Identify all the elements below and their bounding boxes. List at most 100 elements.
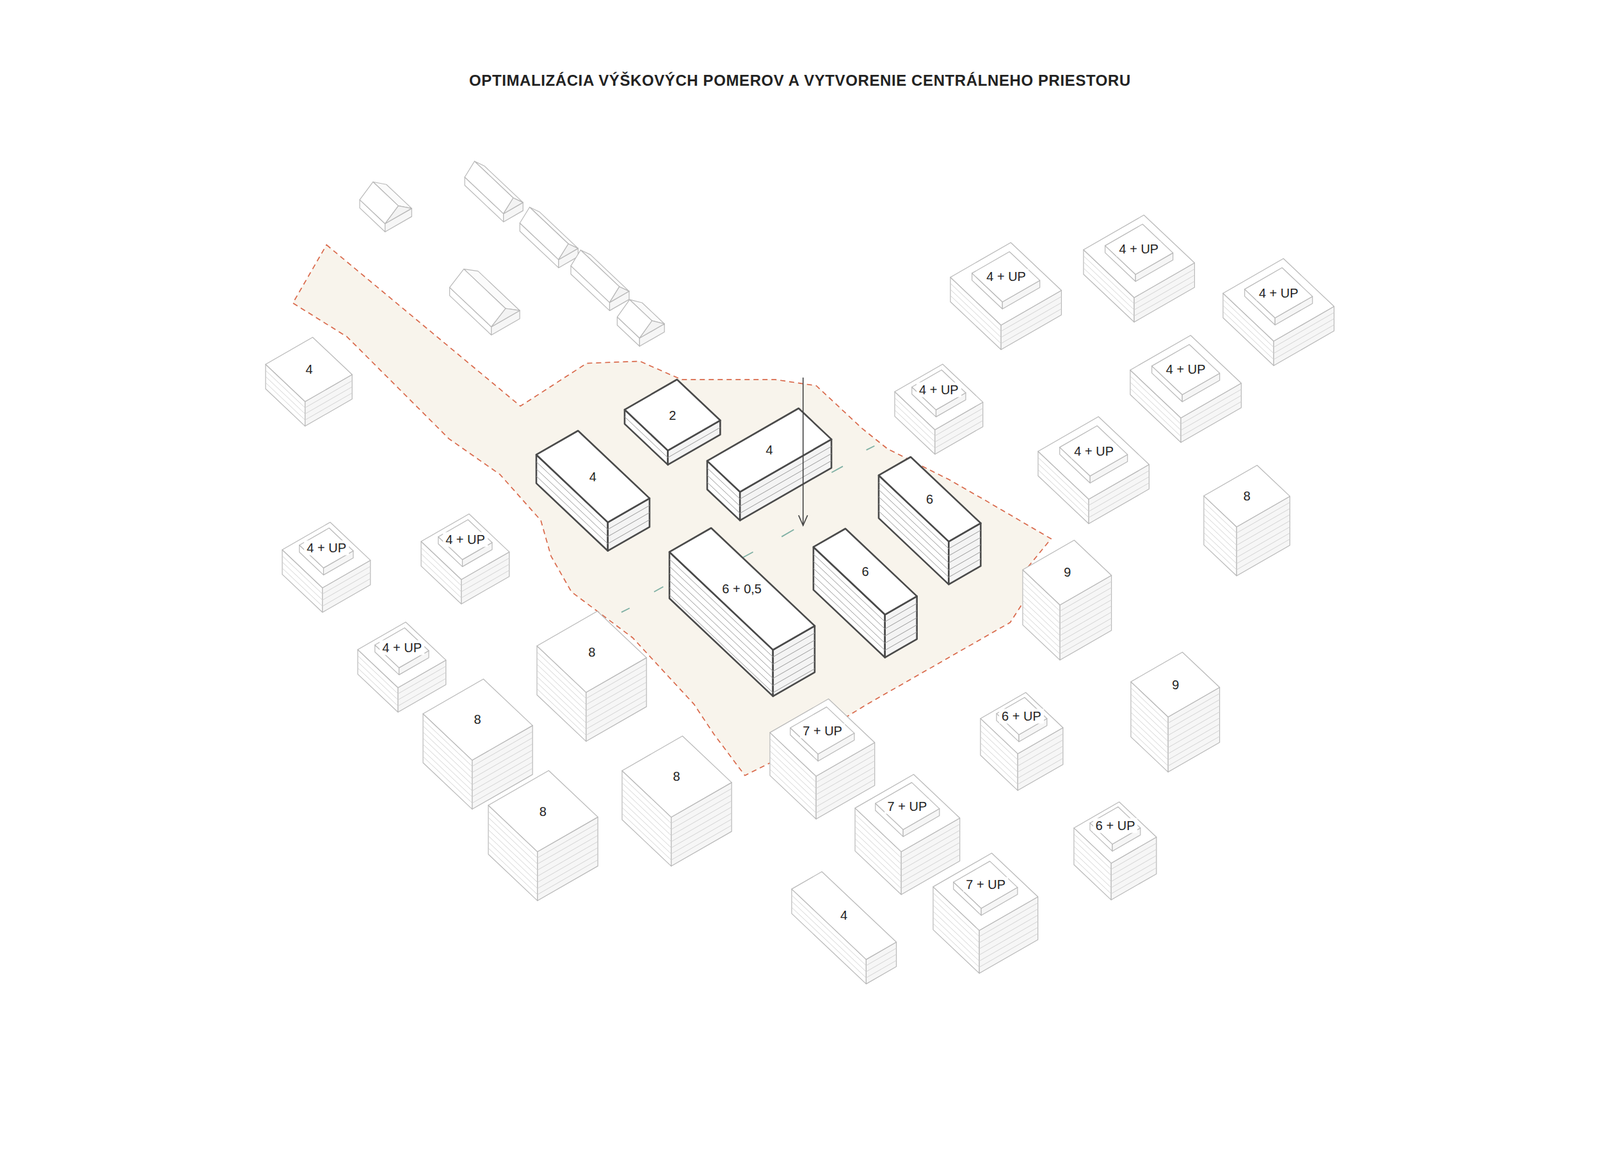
building-faces	[1130, 652, 1220, 772]
floor-count: 4 + UP	[916, 382, 962, 398]
label-wrap: 8	[585, 644, 598, 660]
building-outline	[533, 428, 653, 554]
floor-count: 9	[1169, 677, 1182, 692]
axis-dash	[654, 586, 664, 592]
house-face	[609, 286, 630, 303]
building-face	[933, 923, 1039, 968]
building-face	[769, 698, 875, 777]
axis-dash	[781, 529, 794, 537]
house	[359, 181, 412, 232]
building-faces	[1223, 258, 1334, 366]
building-block: 6 + UP	[1071, 799, 1160, 903]
building-face	[953, 861, 1018, 909]
label-wrap: 6	[858, 563, 872, 579]
floor-count: 6	[923, 491, 936, 507]
building-block: 4 + UP	[418, 511, 512, 607]
title-wrap: OPTIMALIZÁCIA VÝŠKOVÝCH POMEROV A VYTVOR…	[0, 71, 1600, 90]
building-outline	[930, 850, 1041, 976]
house-face	[639, 320, 665, 338]
building-face	[1203, 532, 1290, 564]
house-face	[503, 197, 524, 214]
building-face	[1203, 465, 1290, 527]
building-faces	[855, 774, 960, 895]
building-face	[933, 853, 1039, 931]
label-wrap: 9	[1169, 677, 1182, 692]
building-face	[874, 782, 939, 831]
axis-dash	[621, 608, 630, 612]
building-block: 4	[789, 869, 900, 987]
building-block: 4 + UP	[1080, 212, 1197, 325]
building-face	[894, 364, 984, 430]
house	[519, 207, 578, 269]
building-face	[621, 813, 731, 861]
building-face	[1104, 224, 1173, 274]
building-face	[912, 369, 966, 410]
building-face	[421, 513, 510, 580]
building-faces	[769, 698, 875, 820]
arrow-head	[798, 515, 808, 526]
building-outline	[355, 619, 449, 715]
building-faces	[536, 430, 650, 552]
label-wrap: 4	[586, 469, 600, 484]
building-face	[536, 682, 647, 730]
label-wrap: 4 + UP	[442, 532, 488, 548]
building-face	[1073, 801, 1157, 864]
building-face	[790, 707, 855, 755]
label-wrap: 4 + UP	[379, 640, 425, 656]
building-face	[979, 749, 1063, 785]
building-face	[357, 622, 447, 688]
building-block: 4 + UP	[355, 619, 449, 715]
building-outline	[485, 768, 601, 904]
label-wrap: 4 + UP	[983, 269, 1029, 285]
building-block: 4 + UP	[1035, 414, 1152, 527]
floor-count: 6 + 0,5	[719, 581, 765, 596]
floor-count: 4 + UP	[442, 532, 488, 548]
building-face	[1083, 215, 1195, 298]
building-face	[950, 242, 1062, 326]
building-block: 8	[485, 768, 601, 904]
building-outline	[619, 733, 735, 869]
building-faces	[1130, 335, 1241, 443]
label-wrap: 4 + UP	[1071, 443, 1117, 459]
building-block: 2	[622, 376, 723, 468]
building-face	[1059, 425, 1128, 476]
floor-count: 2	[666, 407, 679, 423]
building-block: 4 + UP	[279, 519, 374, 616]
building-face	[1130, 712, 1220, 748]
building-face	[438, 519, 493, 560]
building-block: 4	[704, 405, 834, 523]
building-face	[282, 522, 371, 588]
building-outline	[534, 608, 649, 744]
house	[616, 299, 665, 347]
building-outline	[1128, 649, 1223, 775]
label-wrap: 4	[837, 908, 850, 923]
floor-count: 6	[858, 563, 872, 579]
floor-count: 7 + UP	[800, 723, 845, 738]
building-outline	[876, 454, 984, 587]
building-face	[1203, 538, 1290, 570]
building-block: 9	[1128, 649, 1223, 775]
building-outline	[1020, 537, 1115, 663]
building-outline	[666, 525, 818, 699]
building-faces	[894, 364, 984, 455]
building-face	[1022, 612, 1112, 648]
building-face	[536, 611, 647, 693]
building-faces	[1083, 215, 1195, 322]
building-block: 6	[876, 454, 984, 587]
building-outline	[1201, 462, 1293, 579]
building-block: 6 + 0,5	[666, 525, 818, 699]
floor-count: 7 + UP	[885, 798, 930, 814]
floor-count: 4 + UP	[1116, 241, 1161, 257]
building-outline	[810, 526, 920, 660]
building-face	[855, 774, 960, 852]
building-face	[878, 456, 981, 542]
building-block: 6 + UP	[977, 689, 1066, 793]
building-faces	[357, 622, 447, 713]
building-outline	[1127, 332, 1244, 445]
direction-arrow	[802, 377, 804, 526]
label-wrap: 8	[1240, 488, 1254, 504]
site-boundary	[293, 245, 1052, 776]
floor-count: 7 + UP	[963, 877, 1008, 893]
label-wrap: 4 + UP	[1163, 362, 1209, 377]
